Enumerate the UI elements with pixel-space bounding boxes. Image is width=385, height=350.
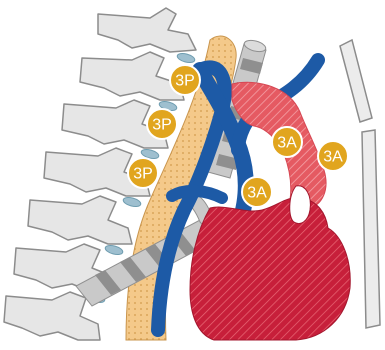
vertebra-5 — [28, 196, 132, 244]
vertebra-1 — [98, 8, 196, 52]
azygos-arch — [172, 191, 222, 198]
disc-1 — [176, 52, 195, 64]
badge-3p-middle-label: 3P — [152, 117, 172, 134]
badge-3a-right[interactable]: 3A — [318, 141, 348, 171]
badge-3p-upper[interactable]: 3P — [170, 65, 200, 95]
badge-3a-lower-label: 3A — [247, 185, 267, 202]
disc-4 — [122, 196, 141, 208]
rib-upper — [340, 40, 372, 122]
badge-3p-upper-label: 3P — [175, 73, 195, 90]
subcarinal-space — [290, 186, 311, 224]
vertebra-2 — [80, 52, 184, 100]
badge-3p-lower[interactable]: 3P — [128, 158, 158, 188]
badge-3p-middle[interactable]: 3P — [147, 109, 177, 139]
badge-3a-right-label: 3A — [323, 149, 343, 166]
disc-5 — [104, 244, 123, 256]
badge-3p-lower-label: 3P — [133, 166, 153, 183]
rib-lower — [362, 130, 380, 328]
badge-3a-upper-label: 3A — [277, 135, 297, 152]
heart — [190, 198, 350, 340]
vertebra-7 — [4, 292, 100, 340]
badge-3a-lower[interactable]: 3A — [242, 177, 272, 207]
badge-3a-upper[interactable]: 3A — [272, 127, 302, 157]
